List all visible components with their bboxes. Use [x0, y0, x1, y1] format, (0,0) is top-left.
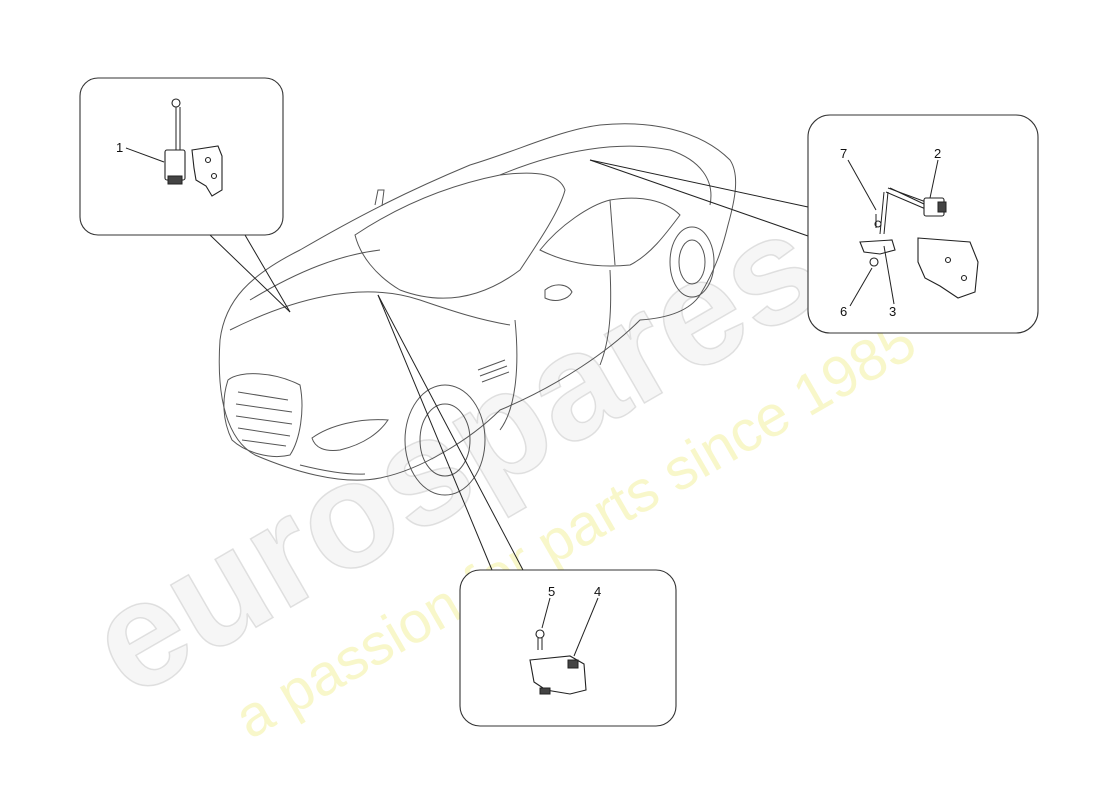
detail-box-rear-sensor: 7 2 3 6 [807, 114, 1039, 334]
callout-1: 1 [116, 140, 123, 155]
height-sensor-front [164, 98, 223, 197]
callout-2: 2 [934, 146, 941, 161]
detail-box-front-sensor: 1 [79, 77, 284, 236]
height-sensor-rear-assembly [859, 187, 979, 299]
sensor-module [529, 629, 587, 695]
callout-4: 4 [594, 584, 601, 599]
leader-lines [209, 159, 809, 571]
callout-6: 6 [840, 304, 847, 319]
callout-5: 5 [548, 584, 555, 599]
callout-7: 7 [840, 146, 847, 161]
callout-3: 3 [889, 304, 896, 319]
car-outline-illustration [218, 123, 737, 496]
detail-box-module: 5 4 [459, 569, 677, 727]
